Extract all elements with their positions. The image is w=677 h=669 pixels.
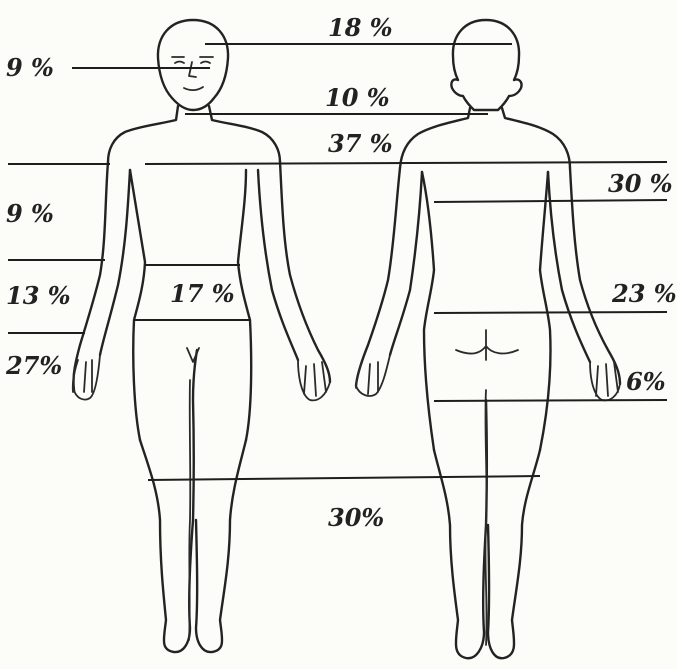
label-face: 9 %: [6, 53, 54, 82]
label-neck: 10 %: [325, 83, 390, 112]
label-back-upper: 30 %: [608, 169, 673, 198]
label-head-total: 18 %: [328, 13, 393, 42]
label-hand-front: 27%: [5, 351, 62, 380]
back-buttocks: [456, 330, 518, 360]
front-head: [158, 20, 228, 110]
back-right-hand: [590, 362, 620, 400]
line-chest: [145, 162, 667, 164]
label-trunk-total: 37 %: [328, 129, 393, 158]
front-legs: [140, 350, 246, 652]
front-left-arm: [73, 162, 130, 390]
label-hand-back: 6%: [626, 367, 666, 396]
front-nose-mouth: [184, 62, 203, 90]
label-front-abdomen: 17 %: [170, 279, 235, 308]
back-center-line: [485, 390, 486, 645]
front-left-hand: [73, 355, 100, 400]
label-back-lower: 23 %: [611, 279, 677, 308]
line-back-upper: [434, 200, 667, 202]
label-forearm: 13 %: [6, 281, 71, 310]
label-legs: 30%: [328, 503, 384, 532]
line-back-hips: [434, 312, 667, 313]
back-neck-shoulders: [400, 108, 570, 168]
percent-labels: 18 % 9 % 10 % 37 % 30 % 9 % 17 % 13 % 23…: [5, 13, 677, 532]
line-back-thigh: [434, 400, 667, 401]
label-arm-upper: 9 %: [6, 199, 54, 228]
line-knees: [148, 476, 540, 480]
front-right-arm: [258, 162, 330, 382]
back-head: [451, 20, 521, 110]
back-left-arm: [356, 168, 422, 386]
back-figure: [356, 20, 620, 658]
